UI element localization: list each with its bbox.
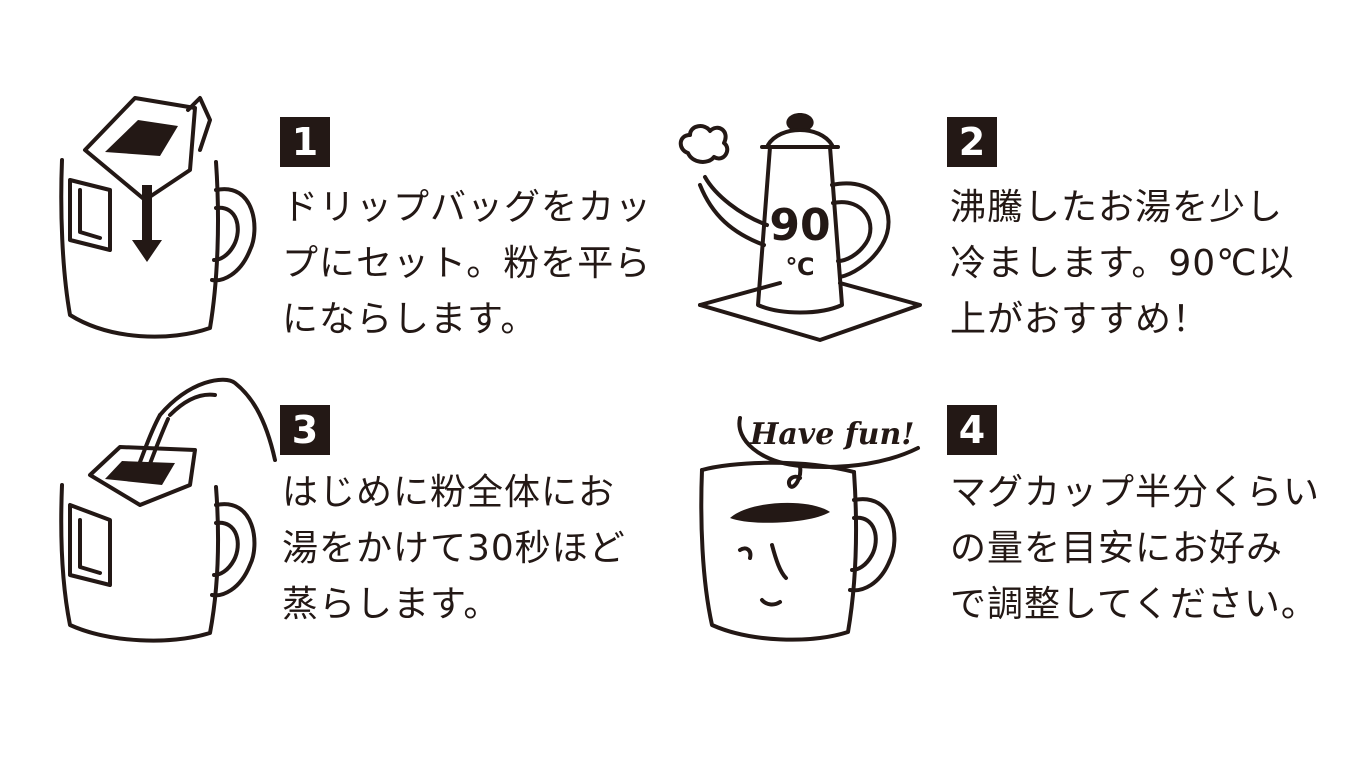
kettle-unit: ℃: [785, 253, 814, 281]
step-3-text: はじめに粉全体にお 湯をかけて30秒ほど 蒸らします。: [282, 465, 626, 633]
step-4-line-2: の量を目安にお好み: [950, 528, 1284, 569]
step-2-line-3: 上がおすすめ！: [950, 299, 1210, 340]
step-2-line-1: 沸騰したお湯を少し: [950, 187, 1284, 228]
step-1-number: 1: [280, 117, 330, 167]
step-4-number: 4: [947, 405, 997, 455]
step-3-line-2: 湯をかけて30秒ほど: [282, 528, 626, 569]
step-2-text: 沸騰したお湯を少し 冷まします。90℃以 上がおすすめ！: [950, 180, 1295, 348]
step-1-line-1: ドリップバッグをカッ: [282, 187, 653, 228]
step-1-line-3: にならします。: [282, 299, 538, 340]
kettle-icon: 90 ℃: [670, 105, 925, 345]
step-2-line-2: 冷まします。90℃以: [950, 243, 1295, 284]
step-4-line-3: で調整してください。: [950, 584, 1318, 625]
drip-bag-on-mug-icon: [50, 90, 265, 350]
step-3-line-3: 蒸らします。: [282, 584, 501, 625]
pouring-water-icon: [50, 375, 285, 645]
step-1-text: ドリップバッグをカッ プにセット。粉を平ら にならします。: [282, 180, 652, 348]
kettle-temperature: 90: [769, 200, 830, 251]
happy-mug-icon: Have fun!: [690, 400, 930, 650]
speech-text: Have fun!: [749, 417, 914, 452]
step-3-line-1: はじめに粉全体にお: [282, 472, 616, 513]
step-1-line-2: プにセット。粉を平ら: [282, 243, 652, 284]
step-4-line-1: マグカップ半分くらい: [950, 472, 1321, 513]
step-3-number: 3: [280, 405, 330, 455]
step-4-text: マグカップ半分くらい の量を目安にお好み で調整してください。: [950, 465, 1320, 633]
step-2-number: 2: [947, 117, 997, 167]
